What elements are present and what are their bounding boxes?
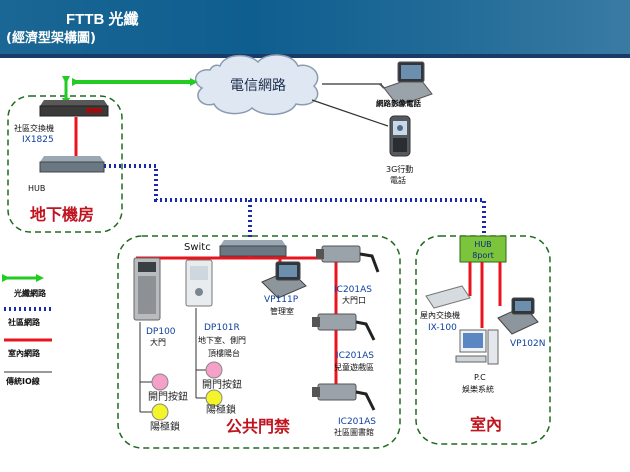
indoor-hub-label-1: HUB	[474, 240, 491, 249]
exchange-model: IX1825	[22, 135, 54, 145]
dp101r-magnet-lock-icon	[205, 389, 223, 407]
ix100-label: 屋內交換機	[420, 310, 460, 320]
cloud-to-mobile-line	[311, 99, 389, 127]
camera1-location: 大門口	[342, 295, 366, 305]
machine-room-title: 地下機房	[30, 205, 94, 224]
vp111p-model: VP111P	[264, 295, 299, 305]
dp101r-panel-icon	[185, 259, 213, 307]
pc-icon	[455, 329, 499, 365]
video-phone-icon	[379, 61, 433, 107]
page-title: FTTB 光纖	[66, 11, 139, 28]
dp101r-model: DP101R	[204, 323, 240, 333]
dp100-location: 大門	[150, 337, 166, 347]
dp100-open-button-label: 開門按鈕	[148, 390, 188, 403]
ix100-model: IX-100	[428, 323, 457, 333]
vp102n-model: VP102N	[510, 339, 546, 349]
indoor-title: 室內	[470, 415, 502, 434]
indoor-hub-label-2: 8port	[472, 251, 494, 260]
mobile-label-1: 3G行動	[386, 164, 413, 174]
cloud-label: 電信網路	[230, 78, 286, 94]
dp100-open-button-icon	[151, 373, 169, 391]
vp111p-phone-icon	[261, 261, 307, 299]
community-network-line	[104, 164, 486, 236]
dp100-panel-icon	[133, 257, 161, 321]
camera2-icon	[312, 313, 376, 341]
legend-community-label: 社區網路	[7, 317, 41, 327]
pc-label-2: 娛樂系統	[462, 384, 494, 394]
vp102n-phone-icon	[497, 297, 539, 335]
legend-indoor-label: 室內網路	[8, 348, 41, 358]
dp100-magnet-lock-label: 陽極鎖	[150, 420, 180, 433]
mobile-phone-icon	[389, 115, 411, 157]
camera3-model: IC201AS	[338, 417, 376, 427]
ix100-icon	[425, 285, 471, 309]
public-area-title: 公共門禁	[226, 417, 290, 436]
switch-icon	[219, 240, 287, 257]
dp101r-magnet-lock-label: 陽極鎖	[206, 403, 236, 416]
legend-fiber-label: 光纖網路	[13, 288, 47, 298]
vp111p-location: 管理室	[270, 306, 294, 316]
pc-label-1: P.C	[474, 373, 486, 382]
dp101r-loc-1: 地下室、側門	[198, 335, 246, 345]
header-gradient	[0, 0, 630, 54]
camera3-icon	[312, 383, 376, 411]
exchange-icon	[39, 100, 109, 117]
dp101r-open-button-label: 開門按鈕	[202, 378, 242, 391]
camera3-location: 社區圖書館	[334, 427, 374, 437]
mobile-label-2: 電話	[390, 175, 406, 185]
header-rule	[0, 54, 630, 58]
switch-label: Switc	[184, 242, 211, 253]
video-phone-label: 網路影像電話	[376, 98, 421, 108]
camera1-icon	[316, 245, 380, 273]
legend-io-label: 傳統IO線	[5, 376, 40, 386]
camera2-location: 兒童遊戲區	[334, 362, 374, 372]
hub-label: HUB	[28, 184, 45, 193]
exchange-label: 社區交換機	[14, 123, 54, 133]
camera2-model: IC201AS	[336, 351, 374, 361]
dp100-magnet-lock-icon	[151, 403, 169, 421]
dp100-model: DP100	[146, 327, 176, 337]
dp101r-loc-2: 頂樓陽台	[208, 348, 240, 358]
telecom-cloud-icon	[194, 54, 319, 116]
page-subtitle: (經濟型架構圖)	[6, 31, 96, 46]
public-area-box	[117, 235, 401, 449]
indoor-hub-icon	[459, 235, 507, 263]
dp101r-open-button-icon	[205, 361, 223, 379]
hub-icon	[39, 156, 105, 173]
header-bar: FTTB 光纖 (經濟型架構圖)	[0, 0, 630, 54]
camera1-model: IC201AS	[334, 285, 372, 295]
